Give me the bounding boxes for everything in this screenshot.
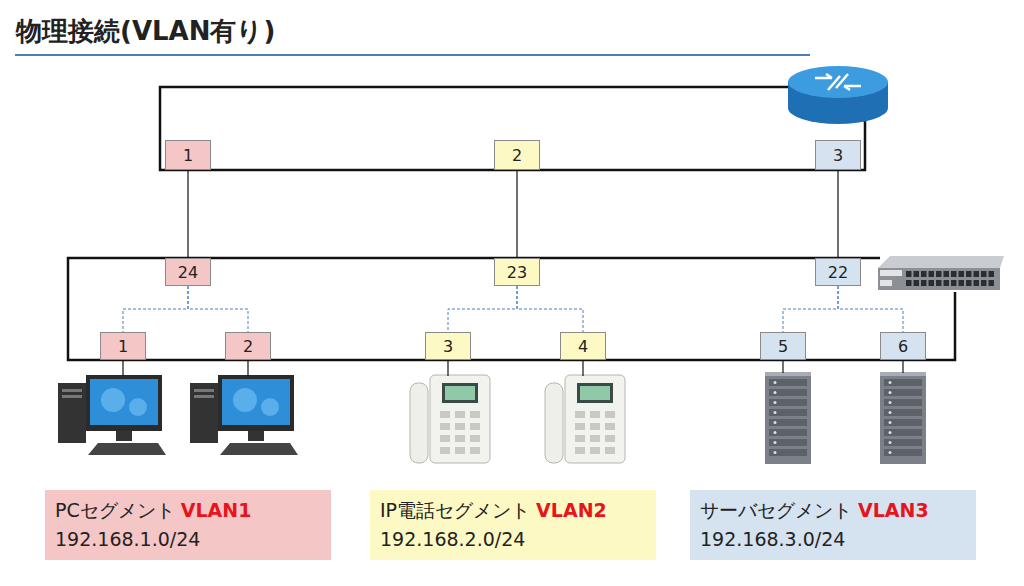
segment-label-box: IP電話セグメント VLAN2 192.168.2.0/24 [370,490,656,560]
port-number: 24 [178,263,198,282]
subnet-address: 192.168.2.0/24 [380,525,646,554]
segment-label-box: PCセグメント VLAN1 192.168.1.0/24 [45,490,331,560]
trunk-cable [838,170,839,258]
port-number: 23 [507,263,527,282]
switch-icon [878,256,1004,290]
subnet-address: 192.168.3.0/24 [700,525,966,554]
port-number: 5 [778,337,788,356]
vlan-name: VLAN2 [536,499,607,521]
port-number: 2 [512,146,522,165]
vlan-link [838,286,903,332]
port-number: 3 [443,337,453,356]
slide-title: 物理接続(VLAN有り) [16,14,275,49]
port-number: 2 [243,337,253,356]
ip-phone-icon [545,375,625,463]
vlan-link [783,286,838,332]
port-number: 6 [898,337,908,356]
pc-icon [190,375,298,455]
title-underline [15,54,810,56]
vlan-name: VLAN1 [181,499,252,521]
vlan-link [123,286,188,332]
port-box: 1 [100,332,146,360]
port-box: 4 [560,332,606,360]
vlan-name: VLAN3 [858,499,929,521]
device-cable [123,360,903,376]
port-box: 5 [760,332,806,360]
router-icon [788,66,888,124]
vlan-link [188,286,248,332]
port-number: 4 [578,337,588,356]
ip-phone-icon [410,375,490,463]
segment-name: PCセグメント [55,499,175,521]
segment-name: サーバセグメント [700,499,852,521]
port-box: 1 [165,140,211,170]
subnet-address: 192.168.1.0/24 [55,525,321,554]
port-number: 1 [118,337,128,356]
port-number: 22 [828,263,848,282]
port-number: 3 [833,146,843,165]
vlan-link [448,286,517,332]
port-box: 24 [165,258,211,286]
server-icon [765,372,811,464]
vlan-link [517,286,583,332]
port-box: 3 [425,332,471,360]
trunk-cable [188,170,189,258]
port-box: 2 [225,332,271,360]
pc-icon [58,375,166,455]
port-number: 1 [183,146,193,165]
switch-outline [68,258,955,360]
port-box: 23 [494,258,540,286]
segment-name: IP電話セグメント [380,499,530,521]
server-icon [880,372,926,464]
port-box: 2 [494,140,540,170]
trunk-cable [517,170,518,258]
router-outline [160,87,865,170]
port-box: 22 [815,258,861,286]
segment-label-box: サーバセグメント VLAN3 192.168.3.0/24 [690,490,976,560]
port-box: 3 [815,140,861,170]
port-box: 6 [880,332,926,360]
